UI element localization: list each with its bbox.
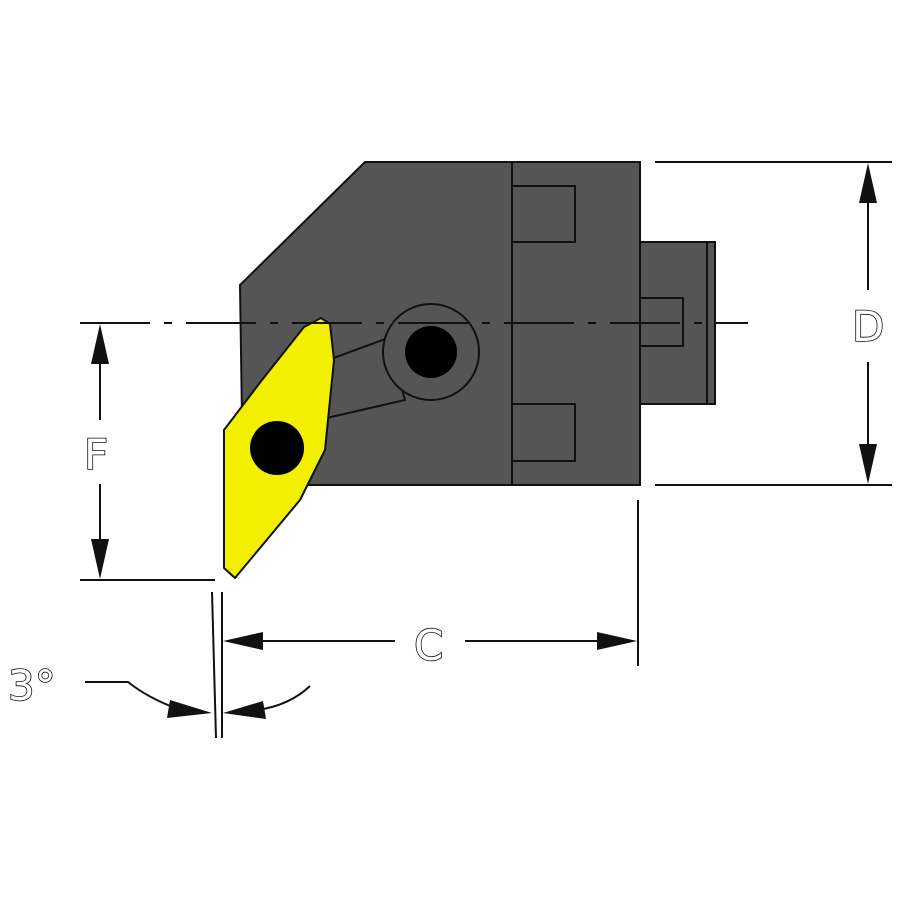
d-label: D — [852, 302, 884, 351]
angle-leader-left — [85, 681, 179, 710]
c-arrow-left — [223, 632, 263, 650]
f-label: F — [84, 430, 108, 479]
d-arrow-bottom — [859, 444, 877, 484]
c-arrow-right — [597, 632, 637, 650]
f-arrow-bottom — [91, 539, 109, 579]
angle-leader-right — [257, 685, 311, 711]
d-arrow-top — [859, 163, 877, 203]
clamp-screw-hole — [405, 326, 457, 378]
c-label: C — [414, 621, 443, 670]
angle-reference-line — [211, 591, 217, 739]
lower-slot — [511, 403, 576, 462]
angle-label: 3° — [8, 661, 56, 710]
upper-slot — [511, 185, 576, 243]
f-arrow-top — [91, 324, 109, 364]
angle-arrow-left — [167, 700, 212, 718]
angle-arrow-right — [223, 701, 266, 719]
insert-screw-hole — [250, 421, 304, 475]
